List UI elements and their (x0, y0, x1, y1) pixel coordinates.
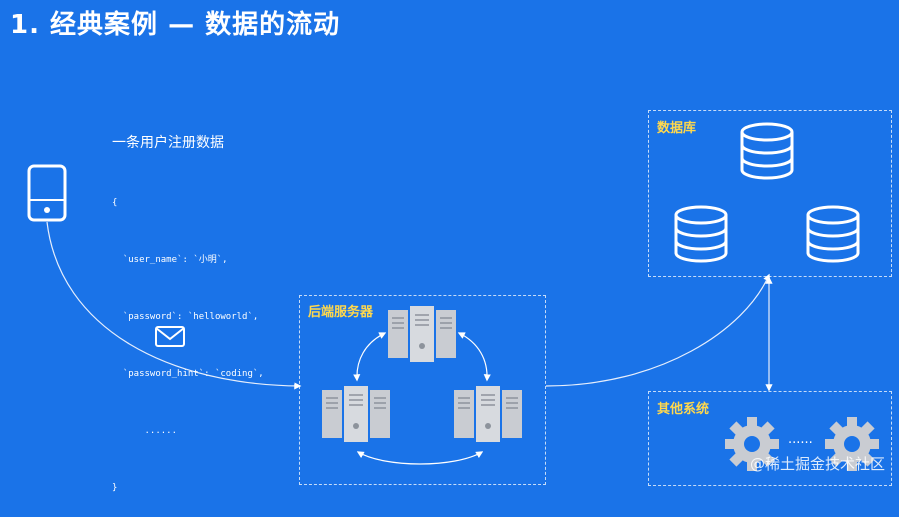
gear-icon (825, 417, 879, 471)
flow-arrow-backend-to-database (545, 273, 770, 387)
record-line: `password`: `helloworld`, (112, 312, 259, 322)
backend-server-box (299, 295, 546, 485)
record-heading: 一条用户注册数据 (112, 135, 224, 151)
server-link-right (457, 332, 491, 382)
record-line: ...... (112, 426, 178, 436)
record-line: `password_hint`: `coding`, (112, 369, 264, 379)
page-title: 1. 经典案例 — 数据的流动 (10, 10, 341, 40)
gear-icon (725, 417, 779, 471)
server-icon (454, 386, 522, 442)
mail-icon (155, 326, 185, 347)
server-icon (388, 306, 456, 362)
server-link-bottom (356, 451, 484, 465)
server-icon (322, 386, 390, 442)
diagram-canvas (27, 122, 879, 471)
database-box (648, 110, 892, 277)
database-icon (740, 122, 794, 180)
other-systems-ellipsis: ...... (788, 432, 813, 447)
record-line: } (112, 483, 118, 493)
other-systems-box (648, 391, 892, 486)
server-link-left (353, 332, 387, 382)
watermark: @稀土掘金技术社区 (749, 455, 885, 473)
backend-server-label: 后端服务器 (308, 305, 374, 320)
database-icon (674, 205, 728, 263)
phone-icon (27, 164, 67, 222)
record-line: `user_name`: `小明`, (112, 255, 228, 265)
record-line: { (112, 198, 118, 208)
record-json: { `user_name`: `小明`, `password`: `hellow… (112, 156, 264, 517)
database-icon (806, 205, 860, 263)
other-systems-label: 其他系统 (657, 402, 710, 417)
flow-arrow-phone-to-backend (46, 221, 302, 390)
database-label: 数据库 (657, 121, 697, 136)
